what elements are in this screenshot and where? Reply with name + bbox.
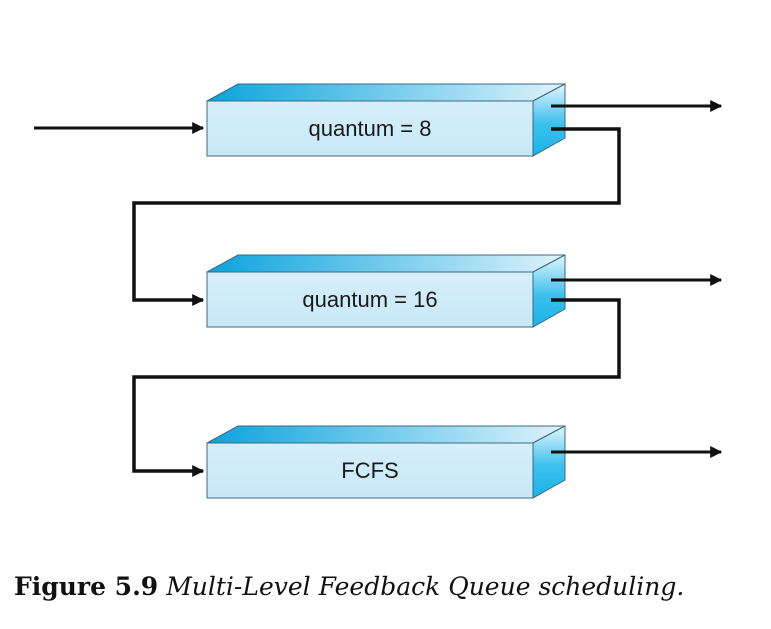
demotion-arrow-1-to-2	[132, 127, 621, 306]
figure-caption-text: Multi-Level Feedback Queue scheduling.	[166, 572, 685, 601]
queue-box-fcfs: FCFS	[206, 425, 566, 499]
queue-box-quantum-8: quantum = 8	[206, 83, 566, 157]
demotion-arrow-2-to-3	[132, 298, 621, 477]
mlfq-diagram: quantum = 8 quantum = 16 FCFS	[34, 83, 723, 499]
queue-label-quantum-16: quantum = 16	[302, 287, 437, 312]
queue-box-quantum-16: quantum = 16	[206, 254, 566, 328]
queue-label-fcfs: FCFS	[341, 458, 398, 483]
queue-label-quantum-8: quantum = 8	[309, 116, 432, 141]
figure-number: Figure 5.9	[14, 572, 159, 601]
